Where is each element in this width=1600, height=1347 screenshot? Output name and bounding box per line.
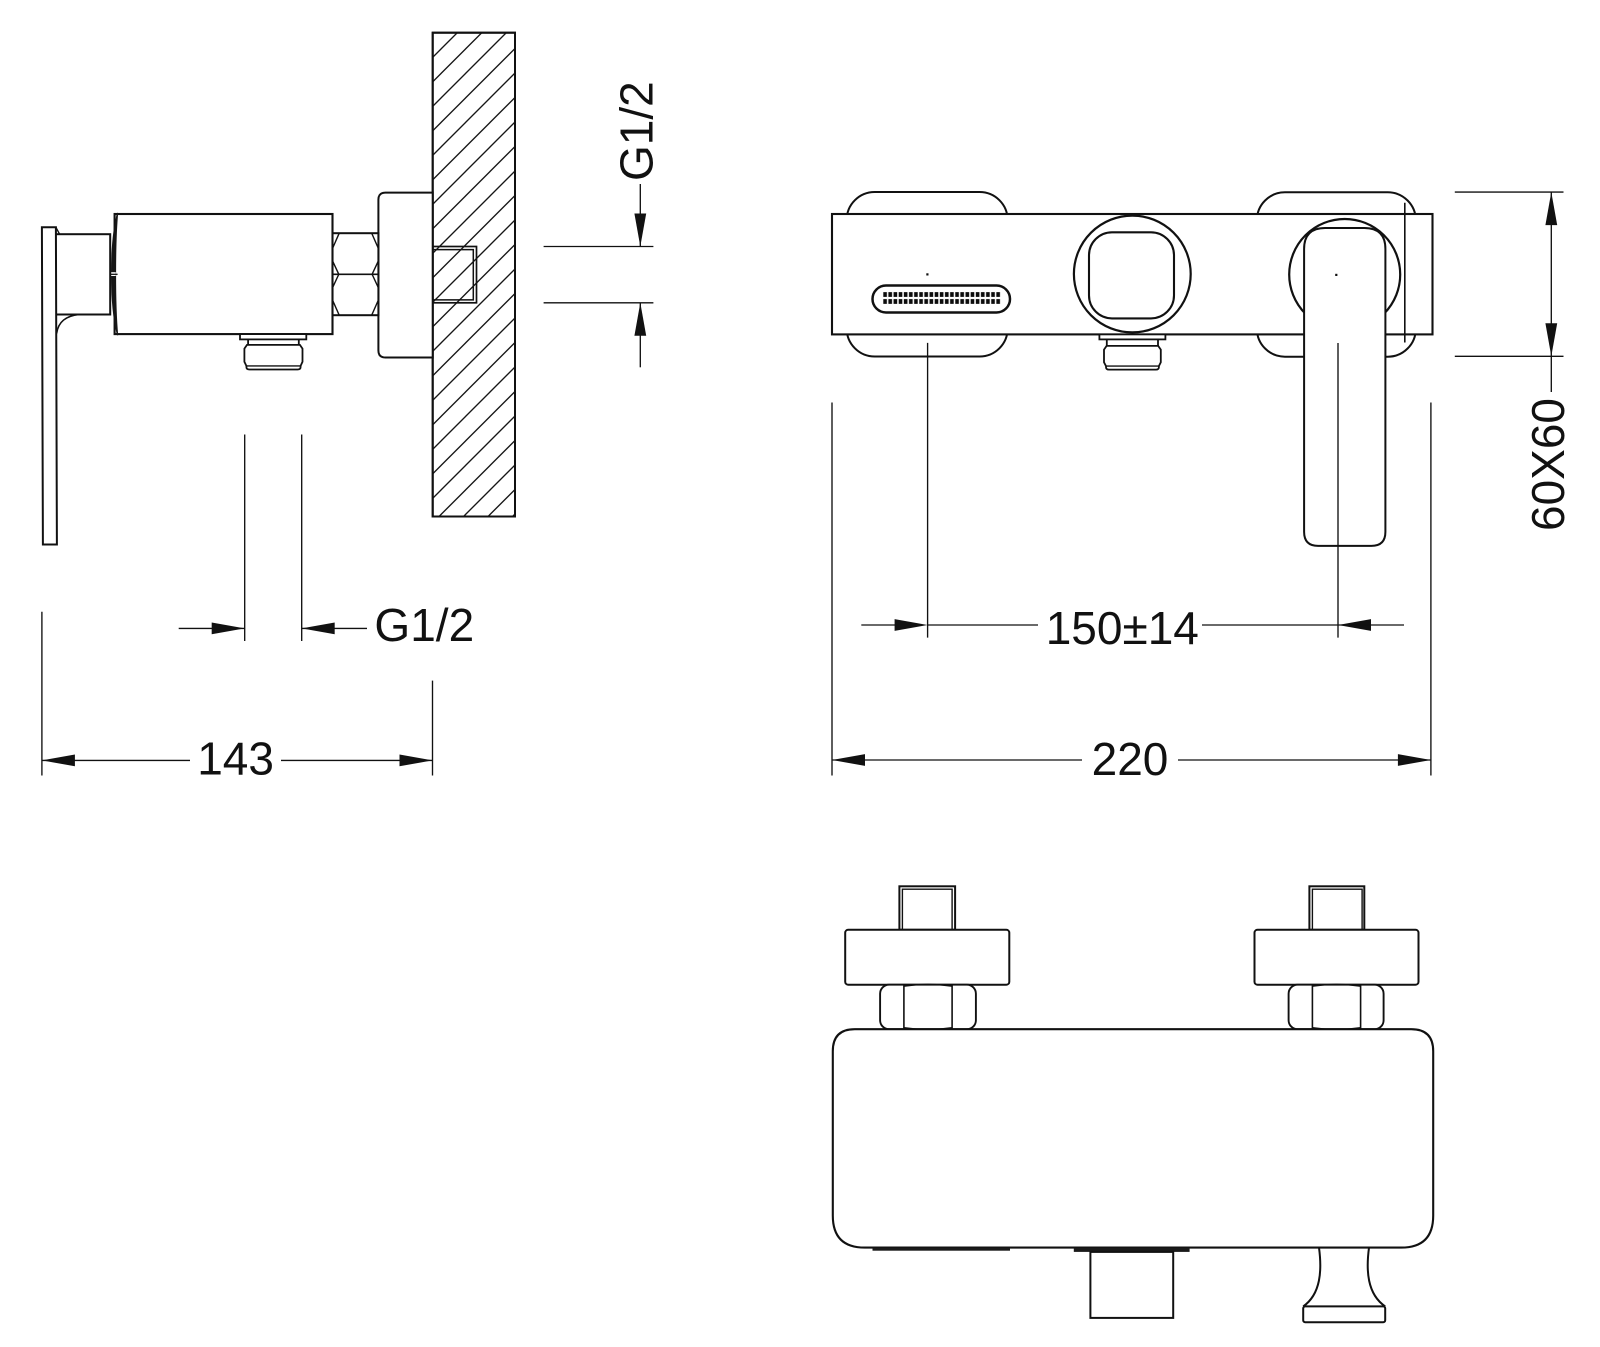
svg-text:143: 143 <box>197 732 274 784</box>
svg-text:220: 220 <box>1092 733 1169 785</box>
svg-text:150±14: 150±14 <box>1046 602 1199 654</box>
svg-text:G1/2: G1/2 <box>610 81 662 181</box>
svg-text:G1/2: G1/2 <box>374 599 474 651</box>
svg-text:60X60: 60X60 <box>1522 398 1574 531</box>
